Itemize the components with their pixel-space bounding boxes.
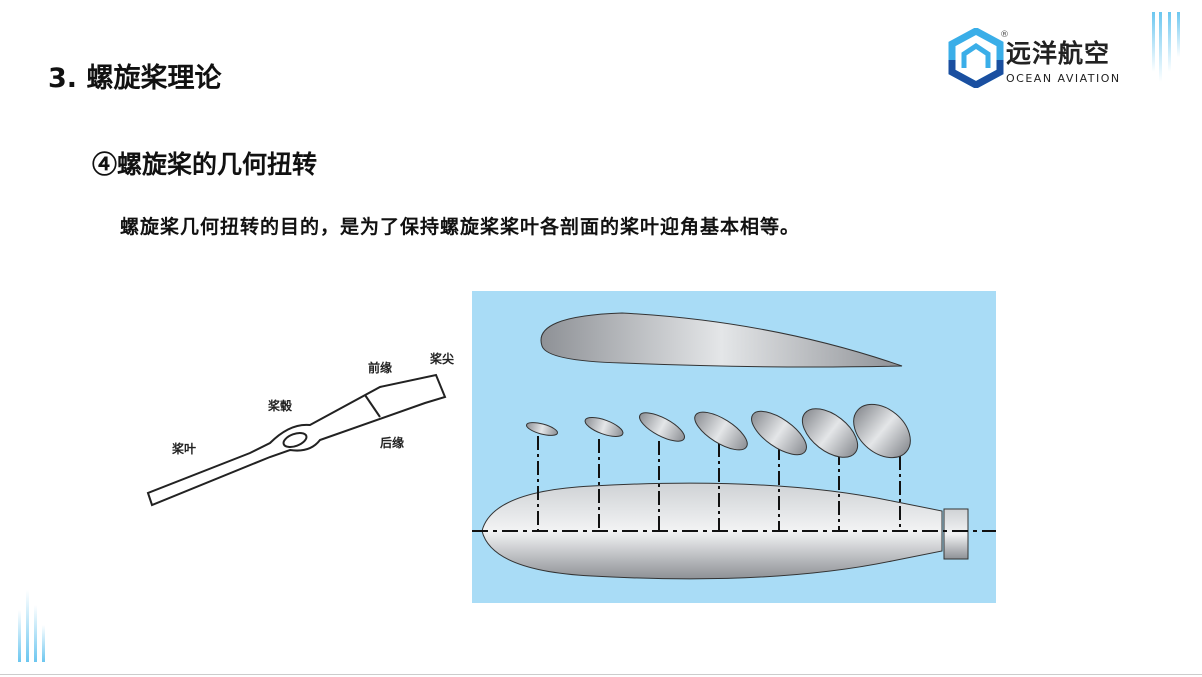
blade-twist-diagram: [472, 291, 996, 603]
description-text: 螺旋桨几何扭转的目的，是为了保持螺旋桨桨叶各剖面的桨叶迎角基本相等。: [120, 216, 801, 238]
propeller-sketch: 桨叶 桨毂 前缘 桨尖 后缘: [146, 351, 454, 507]
label-tip: 桨尖: [429, 351, 454, 366]
label-trailing-edge: 后缘: [380, 435, 404, 450]
label-blade: 桨叶: [171, 441, 196, 456]
registered-mark: ®: [1000, 30, 1009, 40]
section-subtitle: ④螺旋桨的几何扭转: [92, 150, 318, 179]
label-hub: 桨毂: [267, 398, 293, 413]
logo-name-en: OCEAN AVIATION: [1006, 72, 1121, 85]
logo: [946, 27, 1136, 89]
ocean-aviation-logo-icon: [948, 27, 1004, 89]
footer-divider: [0, 674, 1202, 675]
slide-title: 3. 螺旋桨理论: [48, 63, 222, 94]
label-leading-edge: 前缘: [368, 360, 392, 375]
logo-name-cn: 远洋航空: [1006, 39, 1111, 68]
